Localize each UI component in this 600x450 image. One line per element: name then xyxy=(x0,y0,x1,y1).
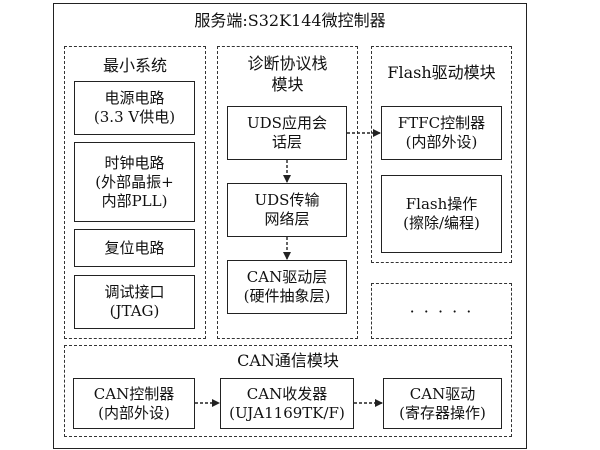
can-comm-group xyxy=(64,345,512,437)
uds-app-layer-box: UDS应用会 话层 xyxy=(227,106,347,160)
flash-driver-title: Flash驱动模块 xyxy=(387,63,496,82)
ftfc-controller-box: FTFC控制器 (内部外设) xyxy=(381,106,502,160)
can-driver-layer-box: CAN驱动层 (硬件抽象层) xyxy=(227,260,347,314)
power-circuit-box: 电源电路 (3.3 V供电) xyxy=(74,81,195,135)
can-transceiver-detail: (UJA1169TK/F) xyxy=(229,403,345,422)
can-driver-detail: (寄存器操作) xyxy=(399,403,486,422)
clock-circuit-detail-1: (外部晶振+ xyxy=(95,172,174,191)
diag-stack-group xyxy=(217,46,358,339)
reset-circuit-box: 复位电路 xyxy=(74,229,195,267)
flash-driver-group xyxy=(371,46,512,263)
can-transceiver-box: CAN收发器 (UJA1169TK/F) xyxy=(220,378,354,429)
uds-app-layer-label-2: 话层 xyxy=(271,133,302,151)
clock-circuit-detail-2: 内部PLL) xyxy=(101,191,168,210)
flash-operation-label: Flash操作 xyxy=(405,195,478,213)
more-modules-ellipsis: · · · · · xyxy=(409,301,474,321)
server-outer-frame xyxy=(53,3,527,449)
diag-stack-title-1: 诊断协议栈 xyxy=(247,54,328,73)
debug-interface-box: 调试接口 (JTAG) xyxy=(74,275,195,329)
min-system-group xyxy=(64,46,206,339)
flash-operation-box: Flash操作 (擦除/编程) xyxy=(381,175,502,253)
can-comm-title: CAN通信模块 xyxy=(237,351,339,370)
can-controller-box: CAN控制器 (内部外设) xyxy=(73,378,195,429)
uds-transport-layer-label-2: 网络层 xyxy=(264,210,310,228)
debug-interface-detail: (JTAG) xyxy=(109,302,160,320)
can-driver-box: CAN驱动 (寄存器操作) xyxy=(383,378,502,429)
power-circuit-label: 电源电路 xyxy=(104,89,165,107)
can-transceiver-label: CAN收发器 xyxy=(246,384,328,403)
can-controller-label: CAN控制器 xyxy=(93,384,175,403)
debug-interface-label: 调试接口 xyxy=(104,283,165,301)
can-controller-detail: (内部外设) xyxy=(98,403,170,422)
diagram-title: 服务端:S32K144微控制器 xyxy=(194,11,386,30)
can-driver-layer-label-1: CAN驱动层 xyxy=(246,268,328,286)
ftfc-controller-label: FTFC控制器 xyxy=(397,114,486,132)
diag-stack-title-2: 模块 xyxy=(271,75,304,94)
ftfc-controller-detail: (内部外设) xyxy=(405,133,478,151)
flash-operation-detail: (擦除/编程) xyxy=(403,214,480,232)
uds-transport-layer-box: UDS传输 网络层 xyxy=(227,183,347,237)
reset-circuit-label: 复位电路 xyxy=(104,238,165,257)
clock-circuit-label: 时钟电路 xyxy=(104,153,165,172)
power-circuit-detail: (3.3 V供电) xyxy=(93,108,176,126)
more-modules-group: · · · · · xyxy=(371,283,512,339)
clock-circuit-box: 时钟电路 (外部晶振+ 内部PLL) xyxy=(74,142,195,222)
min-system-title: 最小系统 xyxy=(102,56,167,75)
uds-app-layer-label-1: UDS应用会 xyxy=(247,114,327,132)
can-driver-label: CAN驱动 xyxy=(409,384,476,403)
can-driver-layer-label-2: (硬件抽象层) xyxy=(243,287,331,305)
uds-transport-layer-label-1: UDS传输 xyxy=(254,191,320,209)
